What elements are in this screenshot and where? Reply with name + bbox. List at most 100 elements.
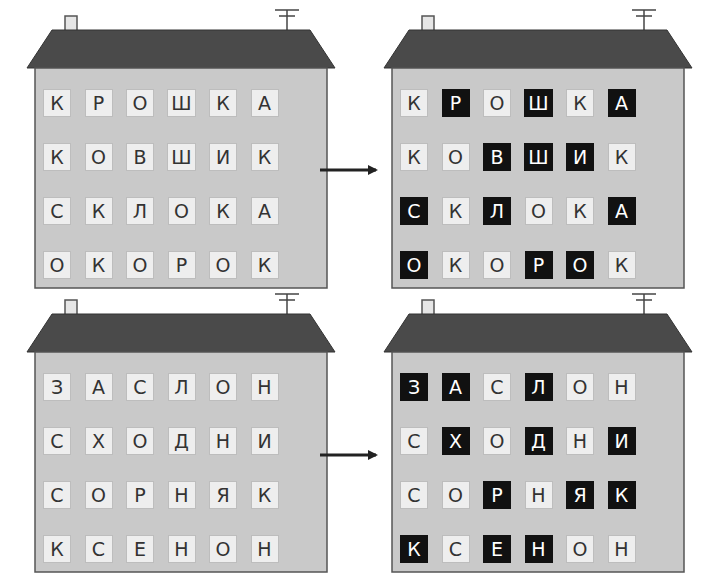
letter: К — [216, 202, 230, 221]
letter-cell: К — [251, 251, 279, 279]
letter: К — [50, 148, 64, 167]
letter-cell: Н — [168, 481, 196, 509]
letter: К — [50, 540, 64, 559]
letter: З — [51, 378, 63, 397]
letter-cell: К — [400, 143, 428, 171]
letter: К — [449, 202, 463, 221]
letter-cell: К — [608, 481, 636, 509]
letter-cell: К — [400, 535, 428, 563]
letter: Н — [573, 432, 587, 451]
letter: И — [614, 432, 628, 451]
letter: О — [133, 432, 148, 451]
letter-cell: Н — [525, 535, 553, 563]
letter-cell: О — [400, 251, 428, 279]
letter: Л — [133, 202, 147, 221]
letter-cell: О — [442, 143, 470, 171]
letter-cell: О — [126, 89, 154, 117]
letter: А — [449, 378, 462, 397]
letter: К — [216, 94, 230, 113]
letter-cell: К — [209, 89, 237, 117]
letter-cell: И — [209, 143, 237, 171]
letter-cell: Я — [566, 481, 594, 509]
letter-cell: С — [400, 427, 428, 455]
letter: О — [174, 202, 189, 221]
letter: С — [50, 486, 63, 505]
letter-cell: Р — [525, 251, 553, 279]
letter: Н — [216, 432, 230, 451]
letter: О — [573, 540, 588, 559]
letter-cell: К — [85, 251, 113, 279]
letter-cell: К — [442, 197, 470, 225]
letter-cell: О — [566, 535, 594, 563]
letter-cell: Е — [126, 535, 154, 563]
letter-cell: Н — [525, 481, 553, 509]
letter: Н — [174, 486, 188, 505]
letter: К — [92, 202, 106, 221]
letter: А — [615, 202, 628, 221]
letter-cell: Ш — [524, 143, 553, 171]
letter: Л — [531, 378, 545, 397]
letter-cell: Ш — [167, 143, 196, 171]
letter: К — [573, 202, 587, 221]
letter: О — [490, 256, 505, 275]
letter-cell: И — [566, 143, 594, 171]
letter-cell: К — [608, 143, 636, 171]
letter-cell: О — [483, 251, 511, 279]
letter: Ш — [528, 148, 548, 167]
letter-cell: Л — [126, 197, 154, 225]
letter: К — [573, 94, 587, 113]
letter-cell: С — [43, 197, 71, 225]
letter-cell: С — [400, 197, 428, 225]
letter-cell: С — [126, 373, 154, 401]
letter-cell: Е — [483, 535, 511, 563]
letter: Р — [93, 94, 104, 113]
letter-cell: Д — [168, 427, 196, 455]
letter-cell: А — [251, 89, 279, 117]
letter-cell: О — [483, 427, 511, 455]
letter: Л — [174, 378, 188, 397]
letter-cell: О — [209, 251, 237, 279]
letter-cell: Х — [85, 427, 113, 455]
letter-cell: О — [209, 535, 237, 563]
letter: О — [490, 94, 505, 113]
letter: О — [133, 256, 148, 275]
letter: Х — [449, 432, 462, 451]
letter-cell: В — [483, 143, 511, 171]
letter: Н — [531, 540, 545, 559]
letter: Я — [216, 486, 229, 505]
letter-cell: Р — [168, 251, 196, 279]
letter: К — [407, 540, 421, 559]
letter: О — [91, 486, 106, 505]
letter: О — [573, 378, 588, 397]
letter-cell: Н — [608, 535, 636, 563]
letter: О — [573, 256, 588, 275]
letter: Ш — [171, 94, 191, 113]
letter-cell: Н — [251, 373, 279, 401]
letter-cell: С — [43, 427, 71, 455]
letter-cell: Х — [442, 427, 470, 455]
letter: О — [490, 432, 505, 451]
letter: Р — [134, 486, 145, 505]
letter: Р — [533, 256, 544, 275]
letter: Л — [490, 202, 504, 221]
letter: Н — [174, 540, 188, 559]
letter-cell: Н — [251, 535, 279, 563]
letter: С — [449, 540, 462, 559]
letter: К — [258, 256, 272, 275]
letter: О — [50, 256, 65, 275]
house — [384, 10, 692, 288]
letter: К — [449, 256, 463, 275]
letter: Р — [176, 256, 187, 275]
letter: К — [258, 148, 272, 167]
letter-cell: С — [400, 481, 428, 509]
letter: К — [407, 94, 421, 113]
letter-cell: А — [608, 89, 636, 117]
letter-cell: К — [251, 481, 279, 509]
letter-cell: А — [251, 197, 279, 225]
letter: К — [615, 148, 629, 167]
letter: Е — [134, 540, 146, 559]
letter-cell: Р — [483, 481, 511, 509]
letter-cell: Л — [483, 197, 511, 225]
letter: И — [257, 432, 271, 451]
letter: О — [531, 202, 546, 221]
